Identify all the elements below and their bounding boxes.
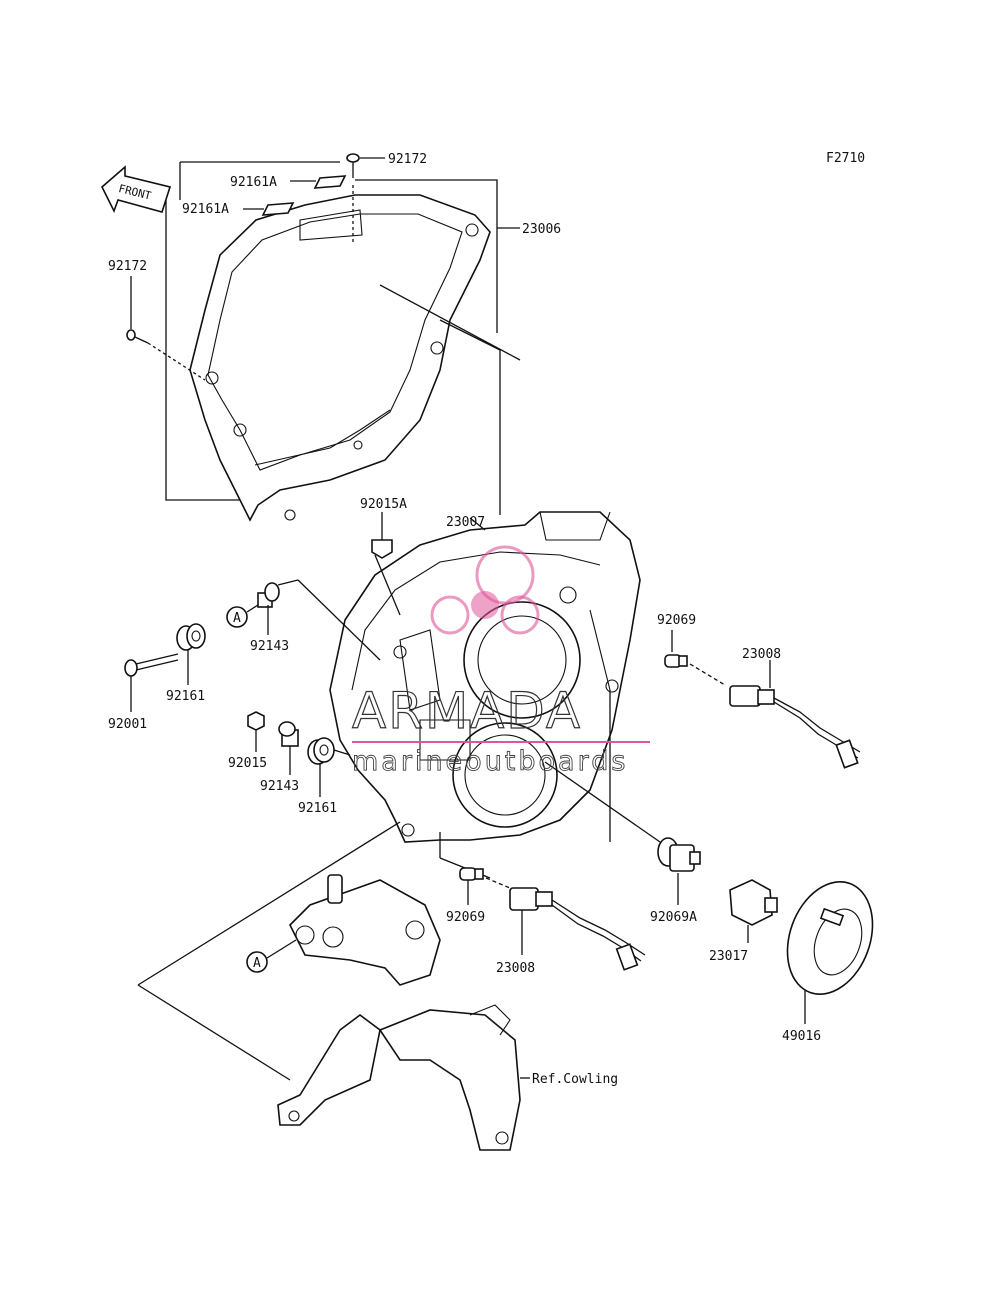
- assembly-line-1: [379, 284, 521, 361]
- callout-92143-a: 92143: [250, 639, 289, 654]
- callout-ref-cowling: Ref.Cowling: [532, 1072, 618, 1087]
- grommet-92161-b: [307, 737, 351, 797]
- callout-49016: 49016: [782, 1029, 821, 1044]
- stay-line-1: [137, 821, 401, 986]
- nut-92015: [247, 711, 265, 752]
- callout-23008-right: 23008: [742, 647, 781, 662]
- callout-92069-right: 92069: [657, 613, 696, 628]
- callout-23006: 23006: [522, 222, 561, 237]
- collar-92143-b: [278, 721, 299, 775]
- pad-92161A-1: [290, 175, 347, 189]
- collar-92143-a: [257, 579, 381, 661]
- watermark-brand: ARMADA: [352, 682, 582, 740]
- assembly-line-bulb-b: [544, 761, 661, 843]
- bolt-92001: [124, 653, 179, 712]
- callout-92161-b: 92161: [298, 801, 337, 816]
- callout-92161A-2: 92161A: [182, 202, 229, 217]
- socket-harness-23008-right: [729, 660, 861, 769]
- assembly-line-2: [439, 319, 501, 351]
- callout-92172-left: 92172: [108, 259, 147, 274]
- ref-A-top-label: A: [233, 611, 241, 626]
- callout-92069A: 92069A: [650, 910, 697, 925]
- callout-92172-top: 92172: [388, 152, 427, 167]
- callout-92143-b: 92143: [260, 779, 299, 794]
- callout-92015: 92015: [228, 756, 267, 771]
- headlight-unit-23007: [329, 511, 641, 843]
- headlight-bracket-stay: [277, 874, 530, 1151]
- callout-92069-bottom: 92069: [446, 910, 485, 925]
- screw-92172-left: [126, 276, 206, 381]
- grommet-92161-a: [176, 623, 206, 685]
- ref-marker-A-top: A: [226, 604, 259, 628]
- screw-92172-top: [346, 153, 385, 245]
- callout-92001: 92001: [108, 717, 147, 732]
- callout-23017: 23017: [709, 949, 748, 964]
- socket-23017: [729, 879, 778, 943]
- armada-logo-icon: [430, 545, 540, 635]
- bulb-92069-bottom: [459, 867, 511, 905]
- socket-harness-23008-bottom: [509, 887, 646, 971]
- callout-23007: 23007: [446, 515, 485, 530]
- front-arrow-icon: FRONT: [101, 165, 172, 214]
- ref-A-bottom-label: A: [253, 956, 261, 971]
- callout-23008-bottom: 23008: [496, 961, 535, 976]
- callout-92015A: 92015A: [360, 497, 407, 512]
- nut-92015A: [371, 512, 401, 616]
- bulb-92069-right: [664, 630, 726, 686]
- watermark-tagline: marineoutboards: [352, 746, 628, 777]
- rubber-cap-49016: [786, 881, 874, 1024]
- rear-housing-bracket-line: [165, 161, 340, 501]
- figure-code: F2710: [826, 151, 865, 166]
- stay-line-2: [137, 984, 291, 1081]
- callout-92161A-1: 92161A: [230, 175, 277, 190]
- bulb-92069A: [657, 837, 701, 905]
- rear-housing-23006: [189, 194, 491, 522]
- armada-watermark: ARMADA marineoutboards: [351, 545, 650, 777]
- pad-92161A-2: [243, 202, 295, 216]
- callout-92161-a: 92161: [166, 689, 205, 704]
- right-bracket-line: [355, 179, 498, 333]
- ref-marker-A-bottom: A: [246, 939, 297, 973]
